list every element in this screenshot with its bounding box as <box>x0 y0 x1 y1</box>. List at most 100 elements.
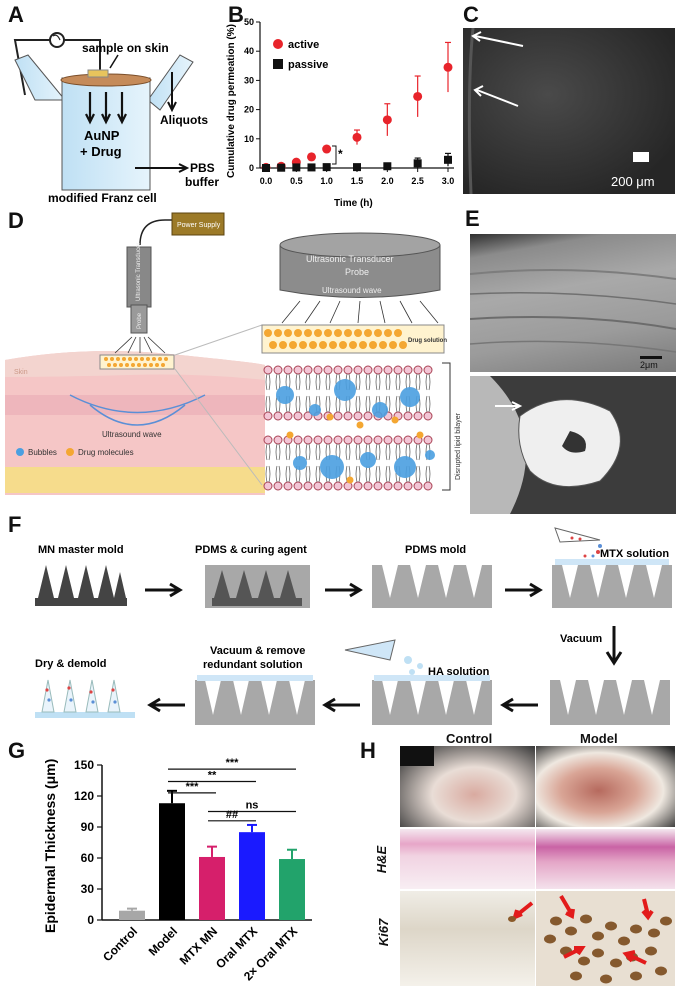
drug-molecule <box>344 329 352 337</box>
lipid-head <box>423 481 433 491</box>
drug-molecule <box>334 329 342 337</box>
tem-image-top: 2μm <box>470 234 676 372</box>
drug-molecule <box>356 421 364 429</box>
drug-molecule <box>326 413 334 421</box>
bar-model <box>159 803 185 920</box>
data-point-active <box>443 62 453 72</box>
vacuum-label: Vacuum <box>560 633 602 645</box>
drug-molecule <box>349 341 357 349</box>
lipid-tail <box>395 395 401 413</box>
transducer-vertical-label: Ultrasonic Transducer <box>136 243 142 301</box>
bubble <box>334 379 356 401</box>
mtx-particle <box>47 698 51 702</box>
drug-molecule <box>294 329 302 337</box>
lipid-tail <box>385 465 391 483</box>
lipid-head <box>313 365 323 375</box>
step-vacuum-remove-label-2: redundant solution <box>203 659 303 671</box>
panel-letter-e: E <box>465 206 480 231</box>
arrow-annotation <box>559 894 575 920</box>
y-tick-label: 20 <box>244 105 254 115</box>
bar-2-oral-mtx <box>279 859 305 920</box>
step-vacuum-remove-label-1: Vacuum & remove <box>210 645 305 657</box>
lipid-head <box>333 411 343 421</box>
significance-label: *** <box>186 781 200 793</box>
lipid-head <box>413 481 423 491</box>
lipid-head <box>293 435 303 445</box>
drug-molecule <box>354 329 362 337</box>
ki67-nucleus <box>630 971 642 981</box>
lipid-head <box>283 411 293 421</box>
lipid-tail <box>275 443 281 461</box>
arrow-annotation <box>471 31 524 47</box>
lipid-tail <box>425 373 431 391</box>
x-tick-label: 2.0 <box>381 176 394 186</box>
lipid-tail <box>415 373 421 391</box>
lipid-head <box>313 481 323 491</box>
lipid-head <box>303 435 313 445</box>
lipid-tail <box>345 443 351 461</box>
lipid-head <box>403 411 413 421</box>
thickness-y-label: Epidermal Thickness (μm) <box>42 759 58 933</box>
lipid-head <box>353 365 363 375</box>
bar-mtx-mn <box>199 856 225 920</box>
drug-molecule <box>304 329 312 337</box>
arrow-annotation <box>563 946 586 959</box>
y-tick-label: 0 <box>87 913 94 927</box>
transducer-title-1: Ultrasonic Transducer <box>306 254 394 264</box>
ki67-nucleus <box>645 946 657 956</box>
scale-bar <box>633 152 649 162</box>
lipid-head <box>353 481 363 491</box>
ki67-nucleus <box>570 971 582 981</box>
ki67-nucleus <box>600 974 612 984</box>
ki67-nucleus <box>580 914 592 924</box>
column-model-label: Model <box>580 731 618 746</box>
lipid-head <box>283 481 293 491</box>
significance-label: ns <box>246 800 259 812</box>
drug-molecule <box>279 341 287 349</box>
drug-molecule <box>269 341 277 349</box>
bubble <box>425 450 435 460</box>
drug-molecule <box>394 329 402 337</box>
mtx-particle <box>91 700 95 704</box>
drug-molecule <box>416 431 424 439</box>
lipid-head <box>333 481 343 491</box>
lipid-head <box>403 435 413 445</box>
drug-molecule <box>364 329 372 337</box>
lipid-head <box>303 411 313 421</box>
lipid-head <box>343 435 353 445</box>
lipid-head <box>363 435 373 445</box>
lipid-tail <box>265 395 271 413</box>
y-tick-label: 0 <box>249 163 254 173</box>
legend-active-marker <box>273 39 283 49</box>
ki67-nucleus <box>592 948 604 958</box>
y-tick-label: 90 <box>81 820 95 834</box>
lipid-head <box>403 365 413 375</box>
lipid-tail <box>315 465 321 483</box>
ki67-model <box>536 891 675 986</box>
lipid-head <box>363 411 373 421</box>
data-point-active <box>382 115 392 125</box>
permeation-y-label: Cumulative drug permeation (%) <box>226 24 237 178</box>
bar-oral-mtx <box>239 832 265 920</box>
mtx-particle <box>113 700 117 704</box>
lipid-head <box>303 365 313 375</box>
permeation-x-label: Time (h) <box>334 198 373 209</box>
lipid-tail <box>425 465 431 483</box>
lipid-tail <box>425 395 431 413</box>
lipid-head <box>343 411 353 421</box>
panel-letter-f: F <box>8 512 22 537</box>
lipid-head <box>423 365 433 375</box>
y-tick-label: 40 <box>244 46 254 56</box>
lipid-tail <box>295 395 301 413</box>
label-aliquots: Aliquots <box>160 113 208 127</box>
probe-vertical-label: Probe <box>137 312 143 329</box>
he-control <box>400 829 535 889</box>
x-tick-label: 0.5 <box>290 176 303 186</box>
lipid-head <box>393 365 403 375</box>
bubble <box>372 402 388 418</box>
legend-passive-marker <box>273 59 283 69</box>
ki67-nucleus <box>630 924 642 934</box>
lipid-tail <box>375 465 381 483</box>
